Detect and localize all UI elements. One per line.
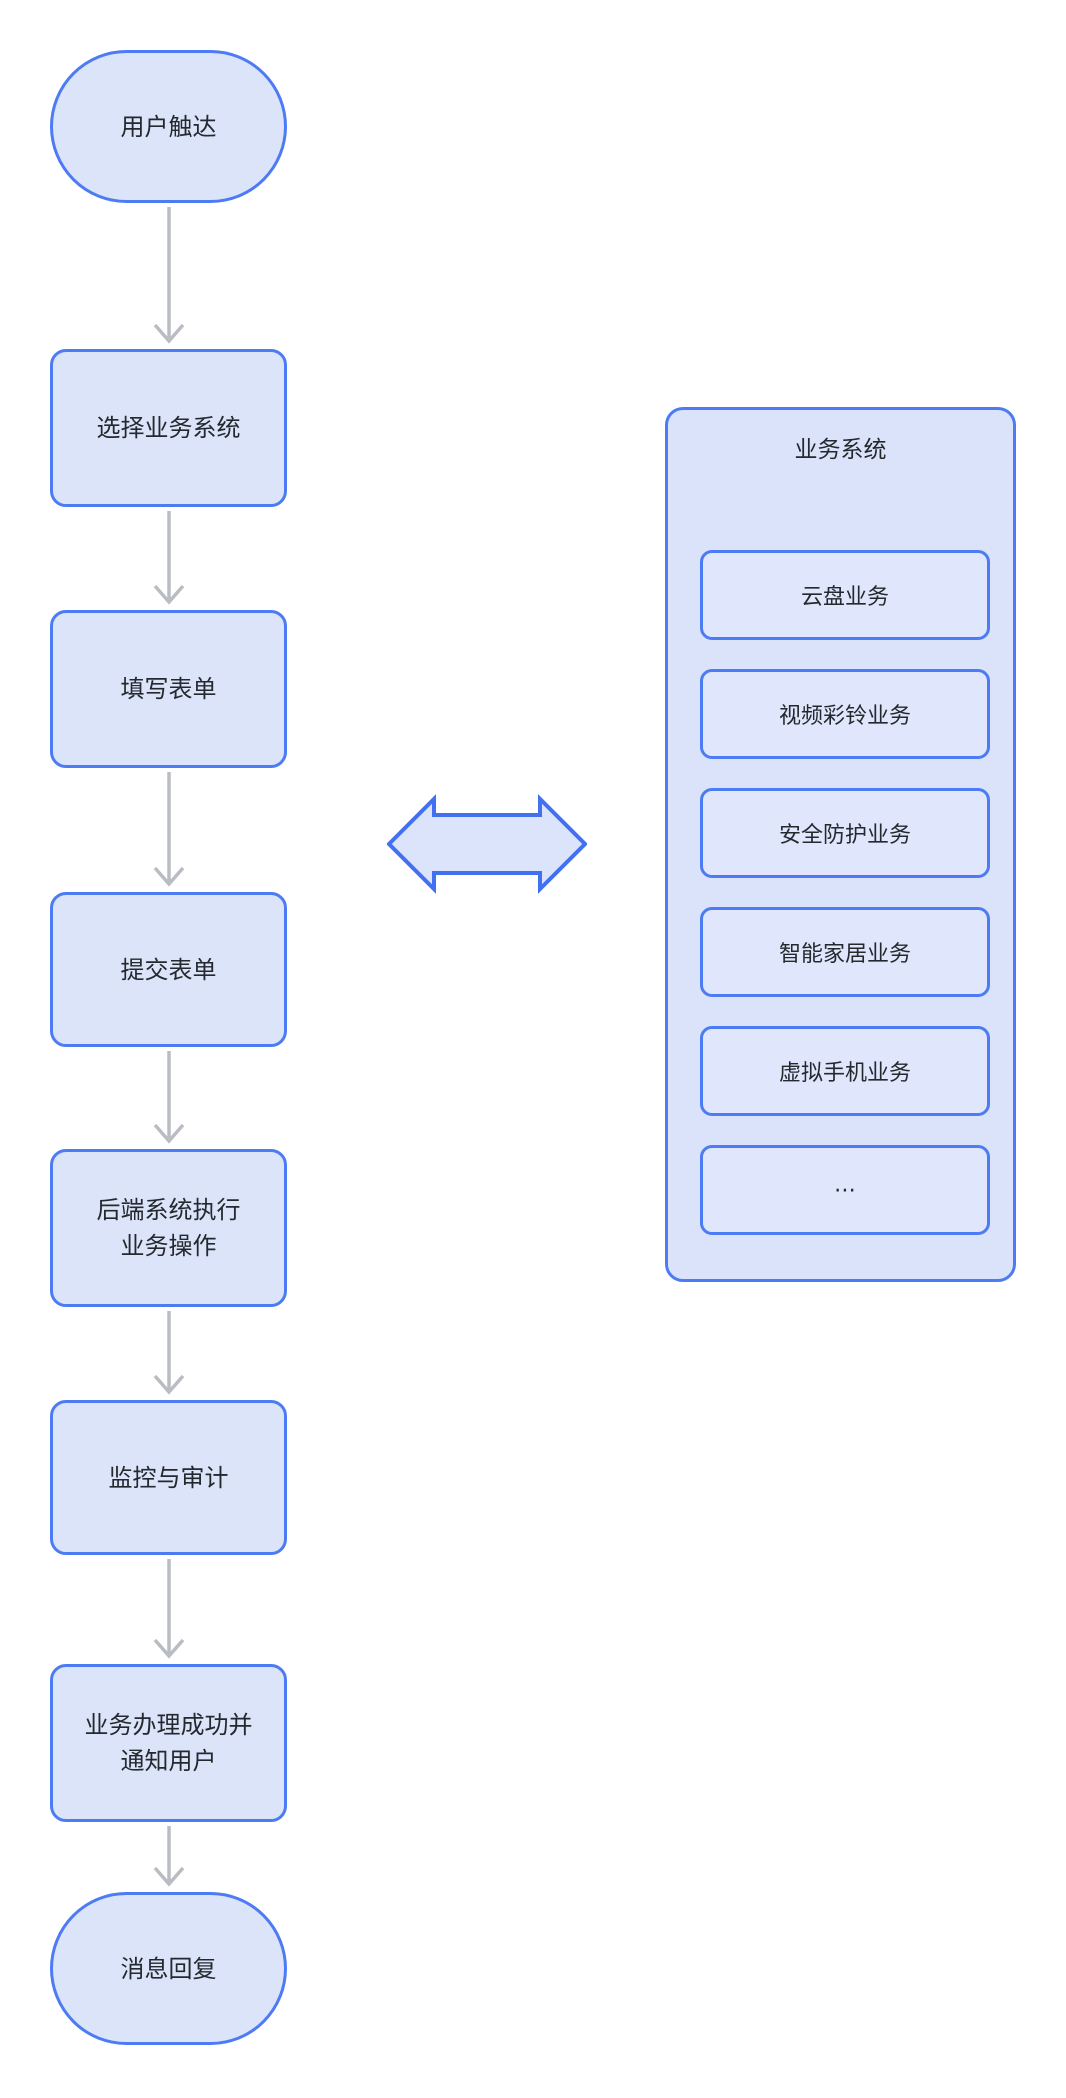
flow-node-label: 消息回复 bbox=[120, 1954, 217, 1983]
down-arrow-icon bbox=[153, 1826, 185, 1887]
panel-item-label: 云盘业务 bbox=[800, 585, 889, 610]
flow-node-fill-form: 填写表单 bbox=[50, 610, 287, 768]
down-arrow-icon bbox=[153, 1051, 185, 1144]
down-arrow-icon bbox=[153, 511, 185, 605]
panel-title: 业务系统 bbox=[794, 437, 887, 463]
panel-item-smart-home: 智能家居业务 bbox=[700, 907, 990, 997]
flow-node-label: 选择业务系统 bbox=[96, 414, 241, 442]
panel-item-security-protection: 安全防护业务 bbox=[700, 788, 990, 878]
flow-node-end: 消息回复 bbox=[50, 1892, 287, 2045]
flow-node-label: 用户触达 bbox=[120, 112, 217, 141]
flow-node-select-system: 选择业务系统 bbox=[50, 349, 287, 507]
panel-item-virtual-phone: 虚拟手机业务 bbox=[700, 1026, 990, 1116]
flow-node-monitor-audit: 监控与审计 bbox=[50, 1400, 287, 1555]
flow-node-label: 后端系统执行 业务操作 bbox=[96, 1196, 241, 1260]
panel-item-label: ⋯ bbox=[834, 1177, 856, 1203]
flow-node-backend-execute: 后端系统执行 业务操作 bbox=[50, 1149, 287, 1307]
flow-node-label: 填写表单 bbox=[120, 675, 217, 703]
down-arrow-icon bbox=[153, 1559, 185, 1659]
flow-node-label: 提交表单 bbox=[120, 955, 217, 984]
flow-node-success-notify: 业务办理成功并 通知用户 bbox=[50, 1664, 287, 1822]
panel-item-label: 视频彩铃业务 bbox=[778, 704, 911, 729]
down-arrow-icon bbox=[153, 1311, 185, 1395]
flow-node-start: 用户触达 bbox=[50, 50, 287, 203]
flow-node-label: 业务办理成功并 通知用户 bbox=[84, 1711, 253, 1775]
down-arrow-icon bbox=[153, 772, 185, 887]
panel-item-video-ringtone: 视频彩铃业务 bbox=[700, 669, 990, 759]
flow-node-submit-form: 提交表单 bbox=[50, 892, 287, 1047]
panel-item-cloud-disk: 云盘业务 bbox=[700, 550, 990, 640]
business-system-panel: 业务系统 云盘业务 视频彩铃业务 安全防护业务 智能家居业务 虚拟手机业务 ⋯ bbox=[665, 407, 1016, 1282]
panel-item-label: 安全防护业务 bbox=[778, 823, 911, 848]
bidirectional-arrow-icon bbox=[387, 794, 587, 894]
panel-item-label: 虚拟手机业务 bbox=[778, 1061, 911, 1086]
panel-item-label: 智能家居业务 bbox=[778, 942, 911, 967]
panel-item-ellipsis: ⋯ bbox=[700, 1145, 990, 1235]
flow-node-label: 监控与审计 bbox=[108, 1463, 229, 1492]
down-arrow-icon bbox=[153, 207, 185, 344]
